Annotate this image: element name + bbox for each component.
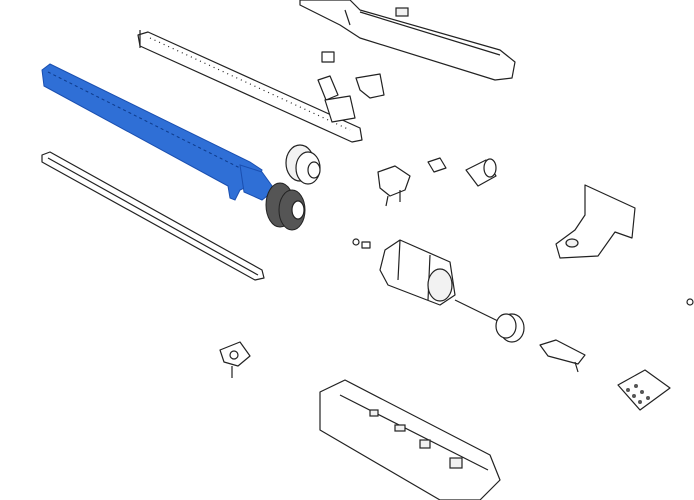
release-knob-part[interactable] xyxy=(219,341,251,378)
highlighted-rack-part[interactable] xyxy=(41,63,276,201)
base-housing-part[interactable] xyxy=(319,379,501,500)
pinion-part[interactable] xyxy=(265,182,306,231)
gear-part[interactable] xyxy=(285,144,321,185)
motor-part[interactable] xyxy=(379,239,456,306)
wall-bracket-part[interactable] xyxy=(555,184,636,259)
washer-part xyxy=(686,298,694,306)
screw-parts[interactable] xyxy=(352,238,371,249)
clip-parts[interactable] xyxy=(317,51,385,123)
cap-part[interactable] xyxy=(465,158,497,187)
encoder-disc-part[interactable] xyxy=(454,299,525,343)
guide-rail-part[interactable] xyxy=(41,151,265,281)
upper-housing-part[interactable] xyxy=(299,0,516,81)
hinge-part[interactable] xyxy=(539,339,586,373)
perforated-strip-part[interactable] xyxy=(137,30,363,143)
pin-part[interactable] xyxy=(427,157,447,173)
bracket-part[interactable] xyxy=(377,165,411,207)
keypad-part[interactable] xyxy=(617,369,671,411)
